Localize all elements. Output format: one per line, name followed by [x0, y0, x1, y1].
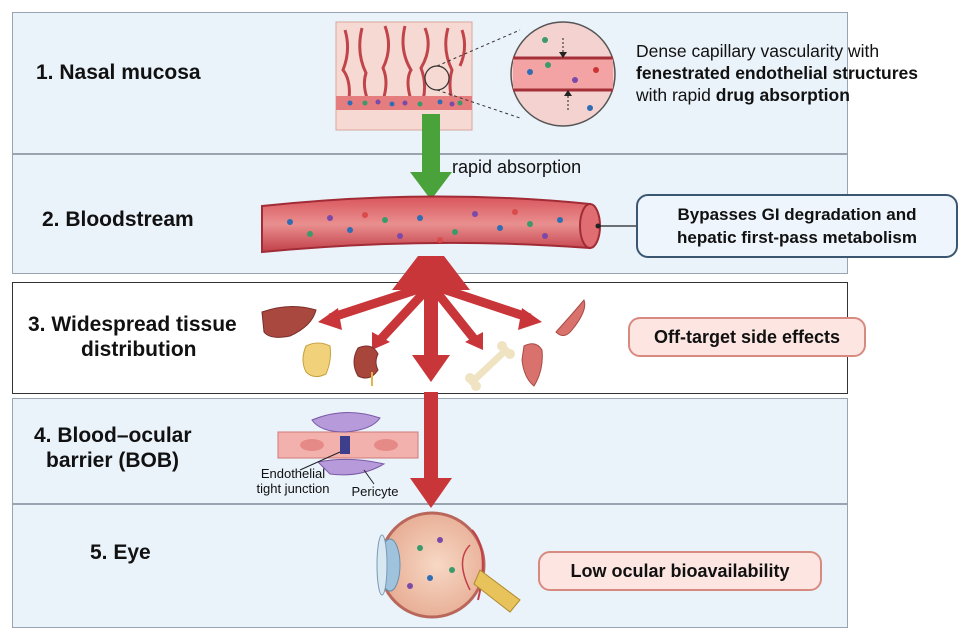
step-4-title-line1: 4. Blood–ocular [34, 424, 192, 447]
green-absorption-arrow [410, 114, 452, 200]
nasal-callout-bold: fenestrated endothelial structures [636, 63, 919, 83]
nasal-callout-line3: with rapid drug absorption [636, 84, 918, 106]
nasal-callout-line1: Dense capillary vascularity with [636, 41, 880, 61]
step-2-title: 2. Bloodstream [42, 208, 194, 231]
tight-junction-label-line1: Endothelial [260, 466, 326, 481]
bloodstream-box-line1: Bypasses GI degradation and [677, 205, 917, 224]
nasal-tissue-illustration [335, 21, 473, 131]
bloodstream-info-box: Bypasses GI degradation and hepatic firs… [636, 194, 958, 258]
bone-icon [465, 341, 515, 391]
nasal-callout-line2: fenestrated endothelial structures [636, 62, 918, 84]
pericyte-label: Pericyte [351, 484, 399, 499]
tight-junction-label: Endothelial tight junction [238, 466, 348, 496]
step-5-title: 5. Eye [90, 541, 151, 564]
capillary-zoom-icon [510, 21, 616, 127]
muscle-icon [521, 299, 586, 387]
pancreas-icon [302, 342, 331, 378]
endothelium-pericyte-illustration [277, 411, 419, 485]
blood-vessel-illustration [261, 195, 601, 254]
off-target-effects-box: Off-target side effects [628, 317, 866, 357]
distribution-arrows [318, 256, 542, 508]
kidney-icon [353, 345, 379, 386]
step-3-title-line2: distribution [81, 338, 197, 361]
eye-cross-section-icon [376, 511, 521, 619]
liver-icon [261, 306, 317, 338]
nasal-callout: Dense capillary vascularity with fenestr… [636, 40, 918, 106]
bloodstream-box-line2: hepatic first-pass metabolism [677, 228, 917, 247]
step-4-title-line2: barrier (BOB) [46, 449, 180, 472]
tight-junction-label-line2: tight junction [256, 481, 330, 496]
nasal-callout-line3-bold: drug absorption [715, 85, 850, 105]
step-1-title: 1. Nasal mucosa [36, 61, 201, 84]
step-3-title-line1: 3. Widespread tissue [28, 313, 237, 336]
low-bioavailability-box: Low ocular bioavailability [538, 551, 822, 591]
rapid-absorption-label: rapid absorption [452, 157, 582, 177]
nasal-callout-line3-prefix: with rapid [636, 85, 716, 105]
